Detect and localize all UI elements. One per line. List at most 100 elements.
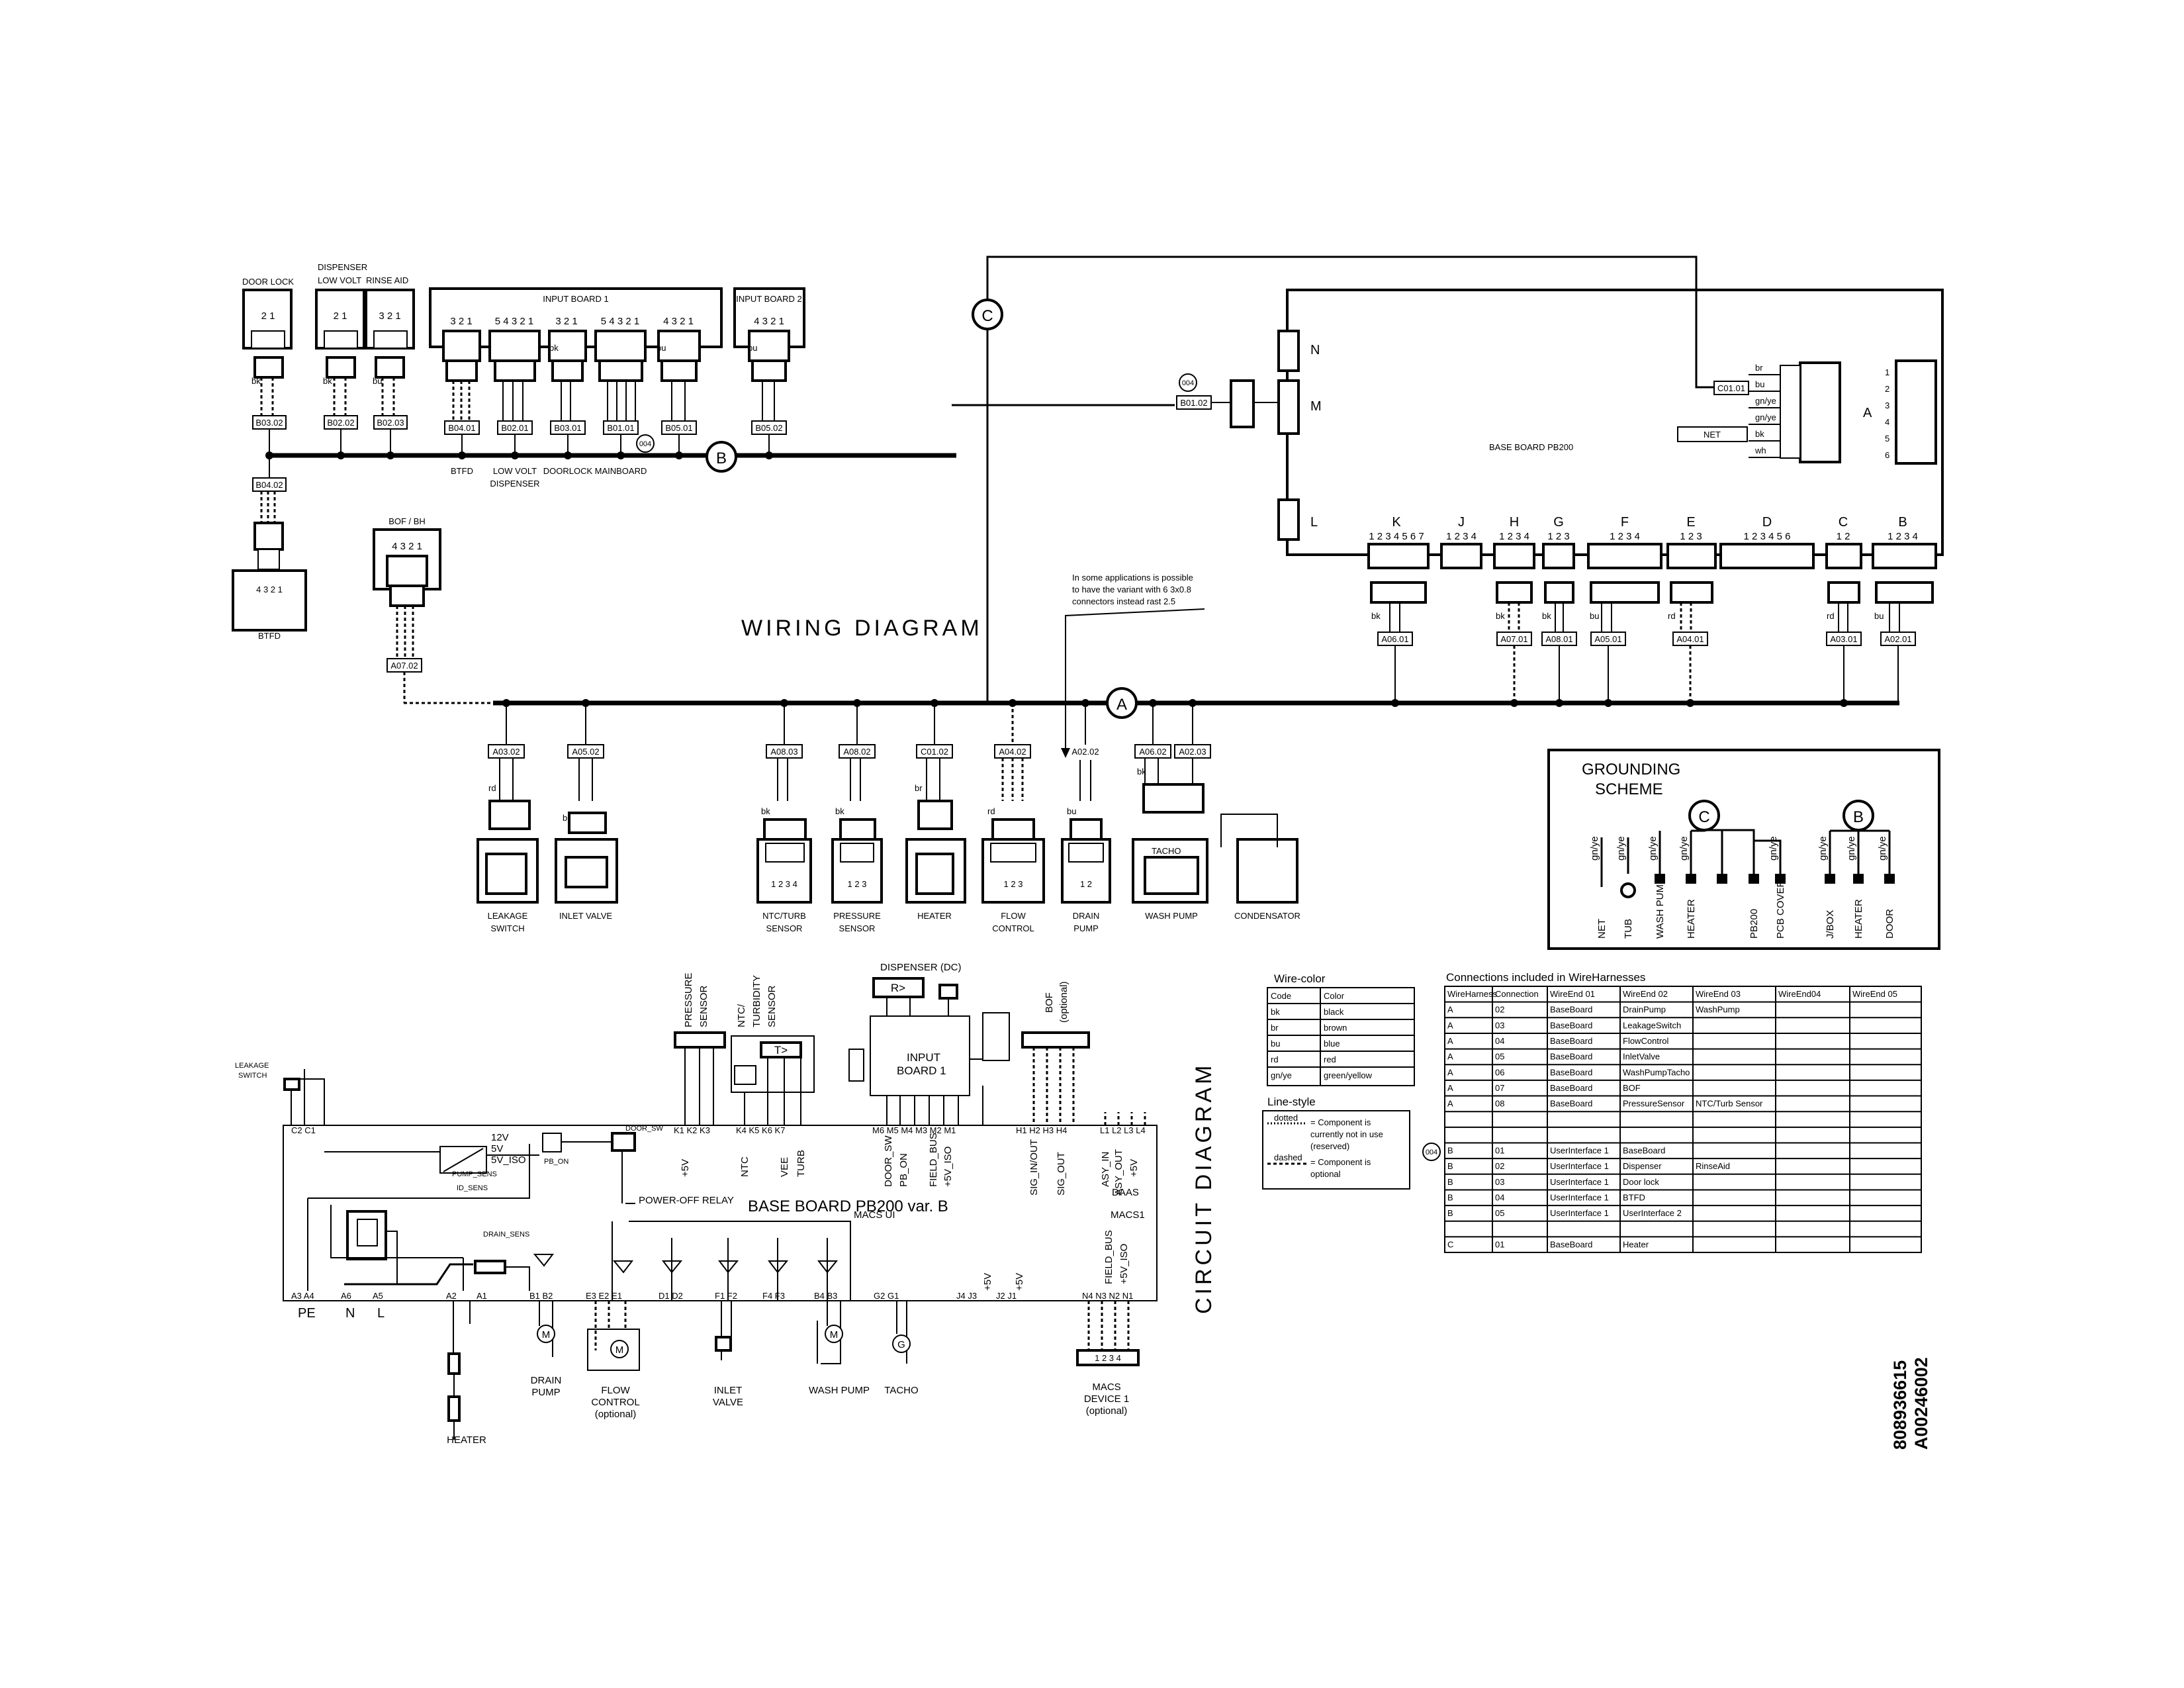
svg-text:E: E <box>1686 515 1695 530</box>
svg-text:K4 K5 K6 K7: K4 K5 K6 K7 <box>736 1125 785 1135</box>
svg-text:A3 A4: A3 A4 <box>291 1291 314 1301</box>
svg-text:gn/ye: gn/ye <box>1768 836 1779 861</box>
svg-text:J4 J3: J4 J3 <box>956 1291 977 1301</box>
svg-text:bk: bk <box>1755 429 1764 439</box>
svg-text:FIELD_BUS: FIELD_BUS <box>928 1133 939 1187</box>
table-cell: BaseBoard <box>1550 1020 1592 1030</box>
svg-text:MAINBOARD: MAINBOARD <box>595 466 647 476</box>
svg-text:NTC/TURB: NTC/TURB <box>762 911 806 921</box>
svg-text:DOOR_SW: DOOR_SW <box>883 1135 894 1187</box>
svg-text:FLOW: FLOW <box>601 1385 630 1396</box>
svg-text:004: 004 <box>1426 1149 1437 1156</box>
svg-text:gn/ye: gn/ye <box>1271 1070 1292 1080</box>
table-cell: UserInterface 1 <box>1550 1146 1609 1156</box>
bus-c <box>986 256 1714 703</box>
svg-text:1 2: 1 2 <box>1837 531 1850 542</box>
svg-text:B04.01: B04.01 <box>448 423 475 433</box>
table-cell: A <box>1447 1052 1453 1062</box>
svg-text:CONTROL: CONTROL <box>992 923 1034 933</box>
svg-text:SCHEME: SCHEME <box>1595 780 1663 798</box>
table-cell: LeakageSwitch <box>1623 1020 1681 1030</box>
svg-text:A: A <box>1116 696 1127 714</box>
table-cell: A <box>1447 1099 1453 1109</box>
svg-text:HEATER: HEATER <box>1686 899 1697 939</box>
svg-text:M: M <box>830 1329 839 1340</box>
svg-text:LEAKAGE: LEAKAGE <box>488 911 528 921</box>
svg-text:A07.02: A07.02 <box>390 661 418 671</box>
table-cell: 08 <box>1495 1099 1504 1109</box>
table-cell: BaseBoard <box>1623 1146 1665 1156</box>
badge-b: B <box>705 441 737 473</box>
svg-text:(optional): (optional) <box>595 1409 637 1420</box>
svg-text:Color: Color <box>1324 991 1345 1001</box>
svg-text:PE: PE <box>298 1306 316 1321</box>
table-cell: UserInterface 1 <box>1550 1177 1609 1187</box>
header-f: F 1 2 3 4 bu A05.01 <box>1587 515 1662 707</box>
svg-text:gn/ye: gn/ye <box>1647 836 1659 861</box>
svg-text:ID_SENS: ID_SENS <box>457 1184 488 1192</box>
table-cell: C <box>1447 1239 1453 1249</box>
svg-text:SENSOR: SENSOR <box>839 923 876 933</box>
svg-text:1 2 3: 1 2 3 <box>848 879 867 889</box>
svg-text:G2 G1: G2 G1 <box>874 1291 899 1301</box>
svg-text:brown: brown <box>1324 1023 1347 1033</box>
svg-text:BOARD 1: BOARD 1 <box>897 1064 946 1077</box>
svg-text:5V_ISO: 5V_ISO <box>491 1154 526 1166</box>
svg-text:004: 004 <box>1182 379 1194 387</box>
svg-text:L: L <box>377 1306 385 1321</box>
svg-text:1: 1 <box>1885 367 1889 377</box>
svg-text:+5V_ISO: +5V_ISO <box>942 1147 954 1187</box>
table-cell: RinseAid <box>1696 1161 1730 1171</box>
base-board-pb200: BASE BOARD PB200 B01.02 N M L C01.01 A 1… <box>1176 289 1944 707</box>
table-cell: 03 <box>1495 1020 1504 1030</box>
svg-text:B01.02: B01.02 <box>1180 398 1207 408</box>
svg-text:F1 F2: F1 F2 <box>715 1291 737 1301</box>
svg-text:SENSOR: SENSOR <box>766 923 803 933</box>
svg-text:br: br <box>915 783 923 793</box>
svg-text:connectors instead rast 2.5: connectors instead rast 2.5 <box>1072 596 1175 606</box>
header-j: J 1 2 3 4 <box>1440 515 1482 569</box>
svg-text:In some applications is possib: In some applications is possible <box>1072 573 1193 583</box>
svg-text:bk: bk <box>1542 611 1551 621</box>
svg-text:SWITCH: SWITCH <box>238 1072 267 1080</box>
svg-text:gn/ye: gn/ye <box>1755 412 1776 422</box>
table-header-cell: WireEnd 01 <box>1550 989 1595 999</box>
line-style-legend: Line-style dotted = Component is current… <box>1262 1096 1410 1190</box>
svg-text:bk: bk <box>761 806 770 816</box>
svg-text:DOOR: DOOR <box>1884 909 1895 939</box>
svg-text:4 3 2 1: 4 3 2 1 <box>663 316 694 327</box>
svg-text:PB_ON: PB_ON <box>544 1158 569 1166</box>
table-cell: BaseBoard <box>1550 1036 1592 1046</box>
svg-text:3 2 1: 3 2 1 <box>379 310 400 322</box>
condensator-component: A02.03 CONDENSATOR <box>1174 699 1300 921</box>
svg-text:M: M <box>615 1344 624 1356</box>
svg-text:J: J <box>1458 515 1465 530</box>
btfd-component: B04.02 4 3 2 1 BTFD <box>232 455 307 641</box>
svg-text:A08.01: A08.01 <box>1545 634 1572 644</box>
svg-text:DEVICE 1: DEVICE 1 <box>1084 1393 1129 1405</box>
svg-text:N: N <box>345 1306 355 1321</box>
svg-text:B01.01: B01.01 <box>607 423 634 433</box>
svg-text:DOORLOCK: DOORLOCK <box>543 466 593 476</box>
input-board-2: INPUT BOARD 2 4 3 2 1 bu B05.02 <box>733 287 805 459</box>
table-cell: 05 <box>1495 1052 1504 1062</box>
svg-text:3 2 1: 3 2 1 <box>555 316 577 327</box>
svg-text:B: B <box>1853 808 1864 826</box>
svg-text:SIG_OUT: SIG_OUT <box>1056 1152 1067 1196</box>
svg-text:BTFD: BTFD <box>258 631 281 641</box>
svg-text:WASH PUMP: WASH PUMP <box>1145 911 1198 921</box>
svg-text:NTC/: NTC/ <box>736 1004 747 1027</box>
svg-text:bu: bu <box>1755 379 1764 389</box>
svg-text:A6: A6 <box>341 1291 351 1301</box>
svg-text:bk: bk <box>1137 767 1146 776</box>
svg-text:C: C <box>1698 808 1709 826</box>
table-cell: 04 <box>1495 1036 1504 1046</box>
svg-text:bk: bk <box>835 806 844 816</box>
svg-text:A06.01: A06.01 <box>1381 634 1408 644</box>
svg-text:INLET VALVE: INLET VALVE <box>559 911 613 921</box>
svg-text:A02.01: A02.01 <box>1884 634 1911 644</box>
svg-text:= Component is: = Component is <box>1310 1117 1371 1127</box>
svg-text:1 2 3: 1 2 3 <box>1547 531 1569 542</box>
svg-text:B05.01: B05.01 <box>665 423 692 433</box>
svg-text:004: 004 <box>639 440 651 448</box>
